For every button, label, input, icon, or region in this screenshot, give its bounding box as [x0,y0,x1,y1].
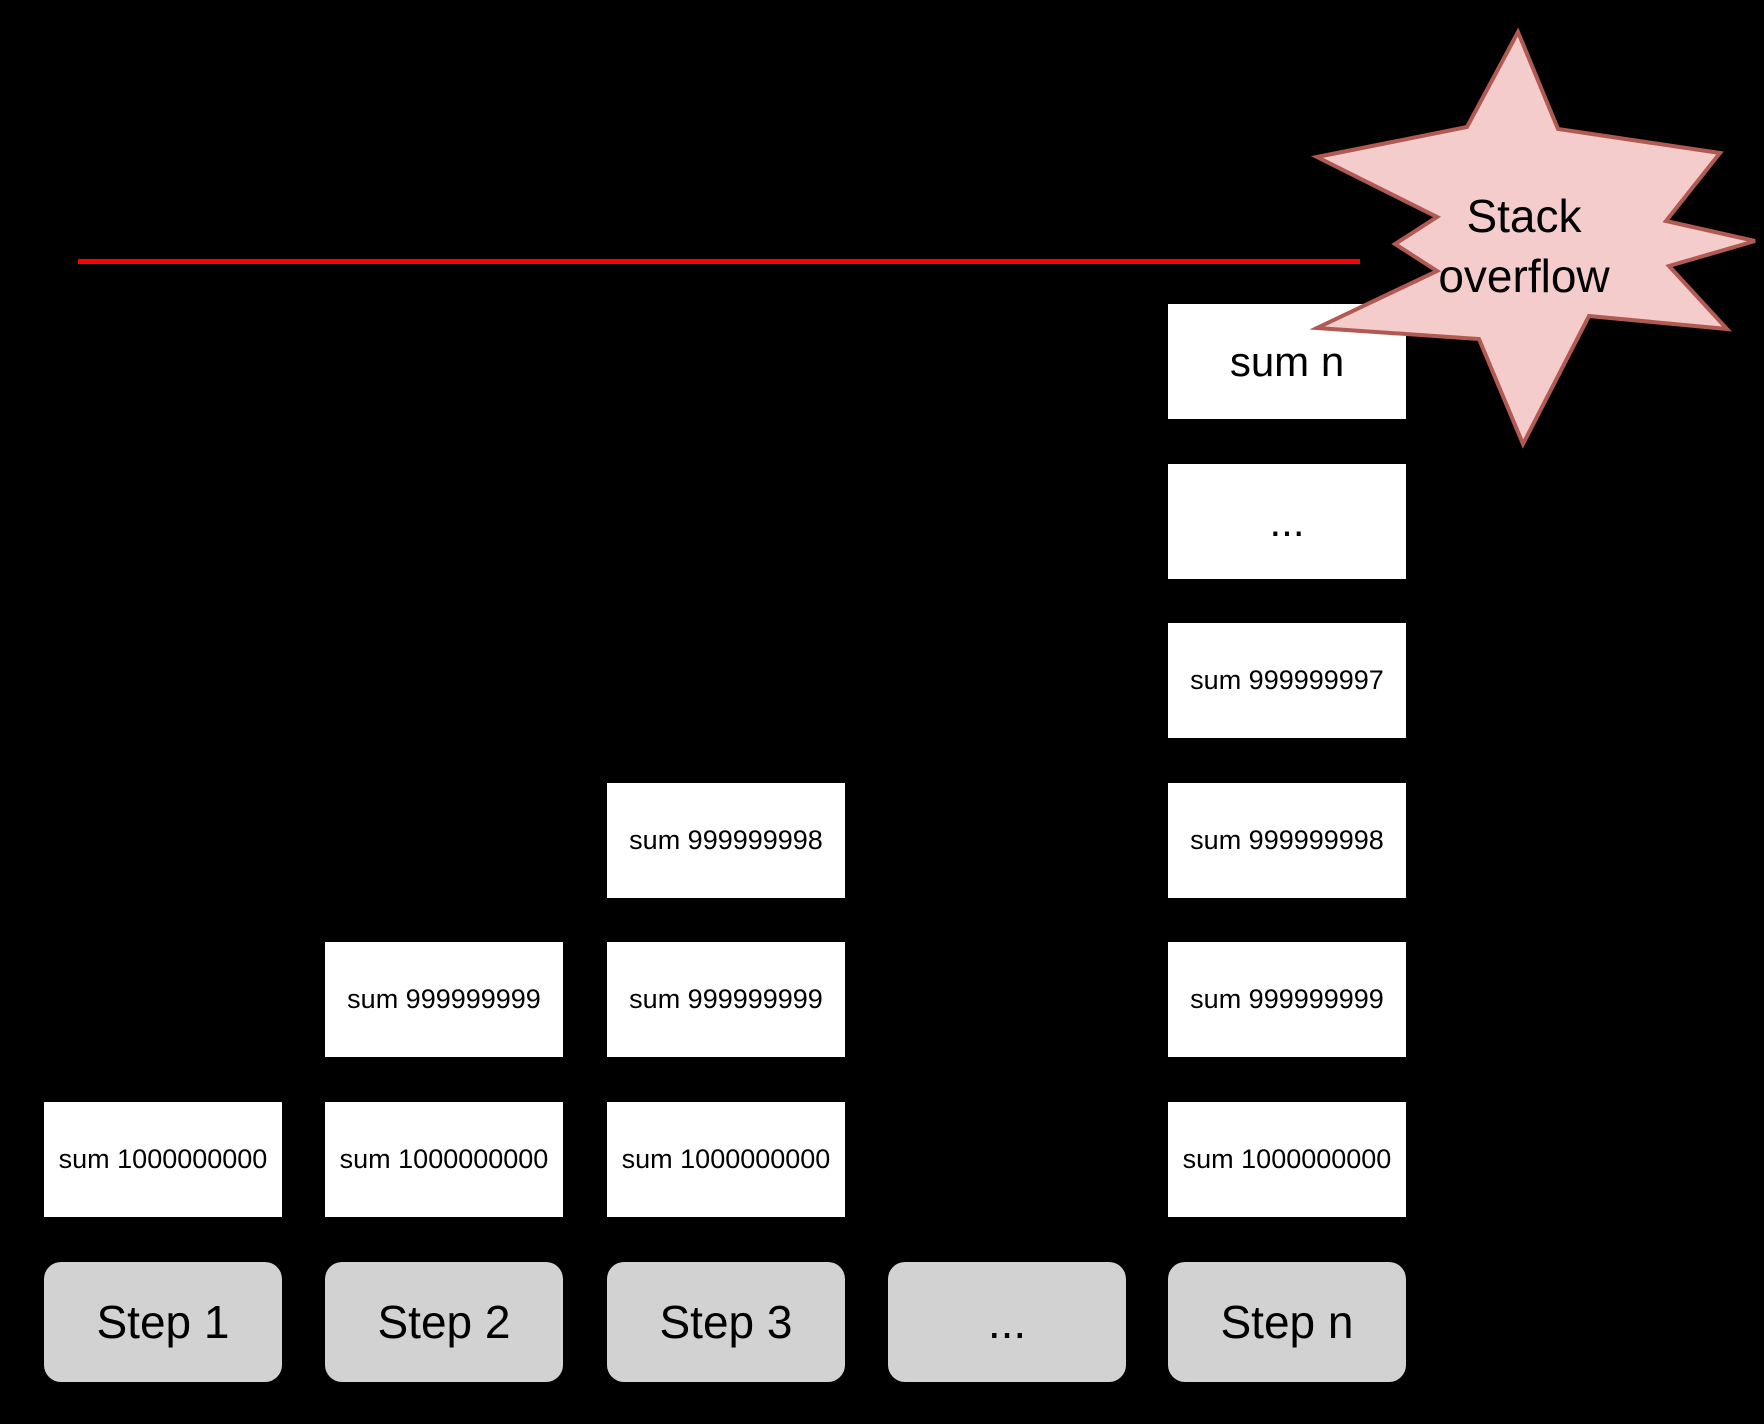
stack-frame: sum 999999997 [1168,623,1406,738]
stack-overflow-burst-icon [1309,27,1756,449]
stack-frame: sum 999999999 [607,942,845,1057]
stack-frame: sum 999999998 [607,783,845,898]
step-button-3: Step 3 [607,1262,845,1382]
stack-frame: sum 1000000000 [1168,1102,1406,1217]
step-button-2: Step 2 [325,1262,563,1382]
step-button-1: Step 1 [44,1262,282,1382]
burst-label-line2: overflow [1438,250,1610,302]
stack-frame: ... [1168,464,1406,579]
stack-frame: sum 1000000000 [325,1102,563,1217]
stack-frame: sum 999999998 [1168,783,1406,898]
burst-label: Stack overflow [1384,186,1664,306]
stack-frame: sum 999999999 [325,942,563,1057]
burst-label-line1: Stack [1466,190,1582,242]
stack-frame: sum 1000000000 [44,1102,282,1217]
step-button-ellipsis: ... [888,1262,1126,1382]
step-button-n: Step n [1168,1262,1406,1382]
stack-frame: sum 1000000000 [607,1102,845,1217]
stack-frame: sum 999999999 [1168,942,1406,1057]
stack-limit-line [78,259,1360,264]
